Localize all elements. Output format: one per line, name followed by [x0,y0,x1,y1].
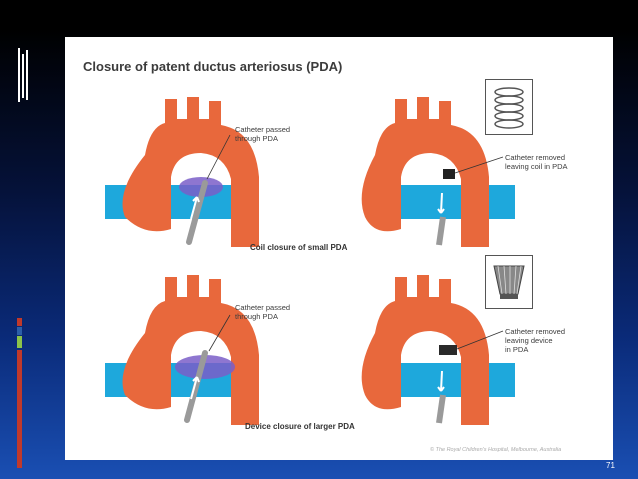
diagram-bottom-left [105,275,259,425]
page-number: 71 [606,461,615,470]
label-bottom-right: Catheter removed leaving device in PDA [505,327,566,354]
slide-title: Closure of patent ductus arteriosus (PDA… [83,59,343,74]
caption-top: Coil closure of small PDA [250,243,348,252]
slide-canvas: Closure of patent ductus arteriosus (PDA… [65,37,613,460]
copyright-text: © The Royal Children's Hospital, Melbour… [430,447,562,453]
device-inset [485,255,533,309]
diagram-top-left [105,97,259,247]
label-bottom-left: Catheter passed through PDA [235,303,291,321]
label-top-left: Catheter passed through PDA [235,125,291,143]
accent-bar-blue [17,327,22,335]
accent-bar-green [17,336,22,348]
deco-lines-icon [18,48,30,102]
diagram-top-right [361,97,515,247]
coil-inset [485,79,533,135]
label-top-right: Catheter removed leaving coil in PDA [505,153,568,171]
diagram-bottom-right [361,275,515,425]
left-decoration [0,0,28,479]
coil-icon [494,87,524,129]
accent-bar-red-top [17,318,22,326]
accent-bar-red-long [17,350,22,468]
occluder-device-icon [493,265,525,299]
caption-bottom: Device closure of larger PDA [245,422,355,431]
